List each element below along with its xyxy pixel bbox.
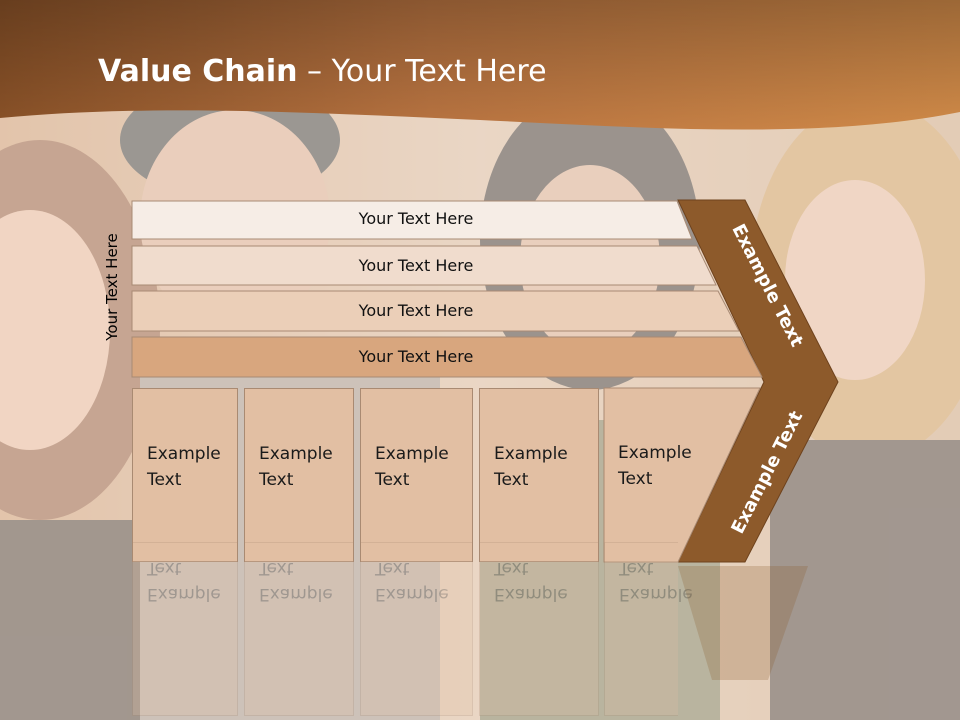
chevron-shape: [677, 199, 839, 563]
box-5-line-2: Text: [618, 469, 653, 489]
row-bar-3: [131, 290, 740, 332]
box-3-line-2: Text: [375, 470, 410, 490]
box-2-line-2: Text: [259, 470, 294, 490]
box-4-line-2: Text: [494, 470, 529, 490]
row-label-2: Your Text Here: [358, 256, 474, 275]
title-rest: – Your Text Here: [297, 54, 547, 89]
row-bar-1: [131, 200, 693, 240]
row-bar-4: [131, 336, 763, 378]
page-title: Value Chain – Your Text Here: [98, 54, 547, 89]
box-4-line-1: Example: [494, 444, 568, 464]
box-1-line-2: Text: [147, 470, 182, 490]
title-bold: Value Chain: [98, 54, 298, 89]
row-bar-2: [131, 245, 717, 286]
box-2-line-1: Example: [259, 444, 333, 464]
box-3-line-1: Example: [375, 444, 449, 464]
row-label-3: Your Text Here: [358, 301, 474, 320]
box-5-shape: [603, 387, 761, 563]
header-band: [0, 0, 960, 130]
row-label-1: Your Text Here: [358, 209, 474, 228]
box-5-line-1: Example: [618, 443, 692, 463]
row-label-4: Your Text Here: [358, 347, 474, 366]
box-1-line-1: Example: [147, 444, 221, 464]
